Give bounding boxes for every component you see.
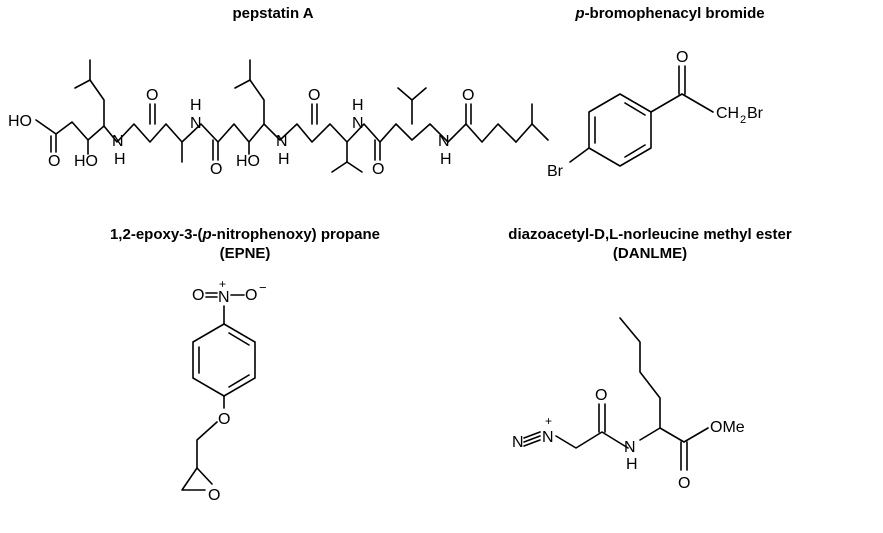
glycidyl-chain (196, 421, 218, 469)
danlme-title: diazoacetyl-D,L-norleucine methyl ester … (450, 225, 850, 263)
atom-label: HO (74, 153, 98, 170)
atom-label: O (462, 87, 474, 104)
atom-label: H (114, 151, 126, 168)
atom-label: H (626, 456, 638, 473)
isovaleryl-end (515, 123, 549, 143)
title-text: -bromophenacyl bromide (584, 5, 765, 22)
epne-structure: O N + O − O O (181, 277, 267, 504)
title-italic-prefix: p (575, 5, 585, 22)
atom-label: O (676, 49, 688, 66)
isopropyl-1 (331, 141, 348, 173)
atom-label: N (624, 439, 636, 456)
atom-label: O (48, 153, 60, 170)
p-bromophenacyl-bromide-title: p-bromophenacyl bromide (520, 5, 820, 22)
title-text-2: -nitrophenoxy) propane (211, 226, 381, 243)
atom-label: H (440, 151, 452, 168)
atom-label: O (218, 411, 230, 428)
atom-label: Br (547, 163, 564, 180)
atom-label: N (218, 289, 230, 306)
ester-chain (639, 427, 709, 443)
atom-label: N (276, 133, 288, 150)
pepstatin-a-title: pepstatin A (173, 5, 373, 22)
p-bromophenacyl-bromide-structure: O CH 2 Br Br (547, 49, 764, 180)
acyl-chain (650, 93, 714, 113)
atom-label: 2 (740, 114, 746, 126)
atom-label: N (190, 115, 202, 132)
atom-label: N (438, 133, 450, 150)
atom-label: O (308, 87, 320, 104)
c-br-bond (569, 147, 590, 163)
triple-bond (523, 435, 541, 443)
backbone (555, 431, 629, 449)
atom-label: O (372, 161, 384, 178)
atom-label: O (210, 161, 222, 178)
atom-label: HO (8, 113, 32, 130)
isobutyl-chain-2 (234, 79, 265, 125)
atom-label: − (259, 280, 267, 295)
bond (346, 161, 363, 173)
atom-label: H (278, 151, 290, 168)
pepstatin-backbone (35, 119, 517, 143)
bond (411, 87, 427, 101)
atom-label: O (208, 487, 220, 504)
pepstatin-a-structure: HO O HO N H O H N O HO N H O H N O N H O (8, 59, 549, 178)
atom-label: Br (747, 105, 764, 122)
danlme-structure: N N + O N H OMe O (512, 317, 745, 492)
atom-label: N (352, 115, 364, 132)
atom-label: O (146, 87, 158, 104)
isopropyl-2 (397, 87, 413, 125)
butyl-chain (619, 317, 661, 429)
atom-label: + (545, 414, 552, 428)
benzene-ring (588, 93, 652, 167)
atom-label: N (512, 434, 524, 451)
triple-bond (523, 431, 541, 439)
atom-label: N (542, 429, 554, 446)
atom-label: + (219, 277, 226, 291)
title-abbrev: (EPNE) (219, 245, 271, 262)
atom-label: O (595, 387, 607, 404)
ring-double-bond (624, 102, 646, 116)
title-italic-p: p (202, 226, 212, 243)
atom-label: N (112, 133, 124, 150)
benzene-ring (192, 323, 256, 397)
title-abbrev: (DANLME) (612, 245, 688, 262)
atom-label: H (352, 97, 364, 114)
atom-label: O (245, 287, 257, 304)
atom-label: CH (716, 105, 739, 122)
ring-double-bond (228, 332, 250, 346)
atom-label: O (192, 287, 204, 304)
ring-double-bond (228, 374, 250, 388)
atom-label: O (678, 475, 690, 492)
atom-label: OMe (710, 419, 745, 436)
title-text: diazoacetyl-D,L-norleucine methyl ester (508, 226, 792, 243)
atom-label: HO (236, 153, 260, 170)
ring-double-bond (624, 144, 646, 158)
title-text: pepstatin A (232, 5, 314, 22)
epoxide-ring (181, 467, 206, 491)
title-text-1: 1,2-epoxy-3-( (109, 226, 203, 243)
atom-label: H (190, 97, 202, 114)
triple-bond (523, 439, 541, 447)
isobutyl-chain-1 (74, 79, 105, 127)
epne-title: 1,2-epoxy-3-(p-nitrophenoxy) propane (EP… (70, 225, 420, 263)
epoxide-bond (196, 467, 213, 485)
